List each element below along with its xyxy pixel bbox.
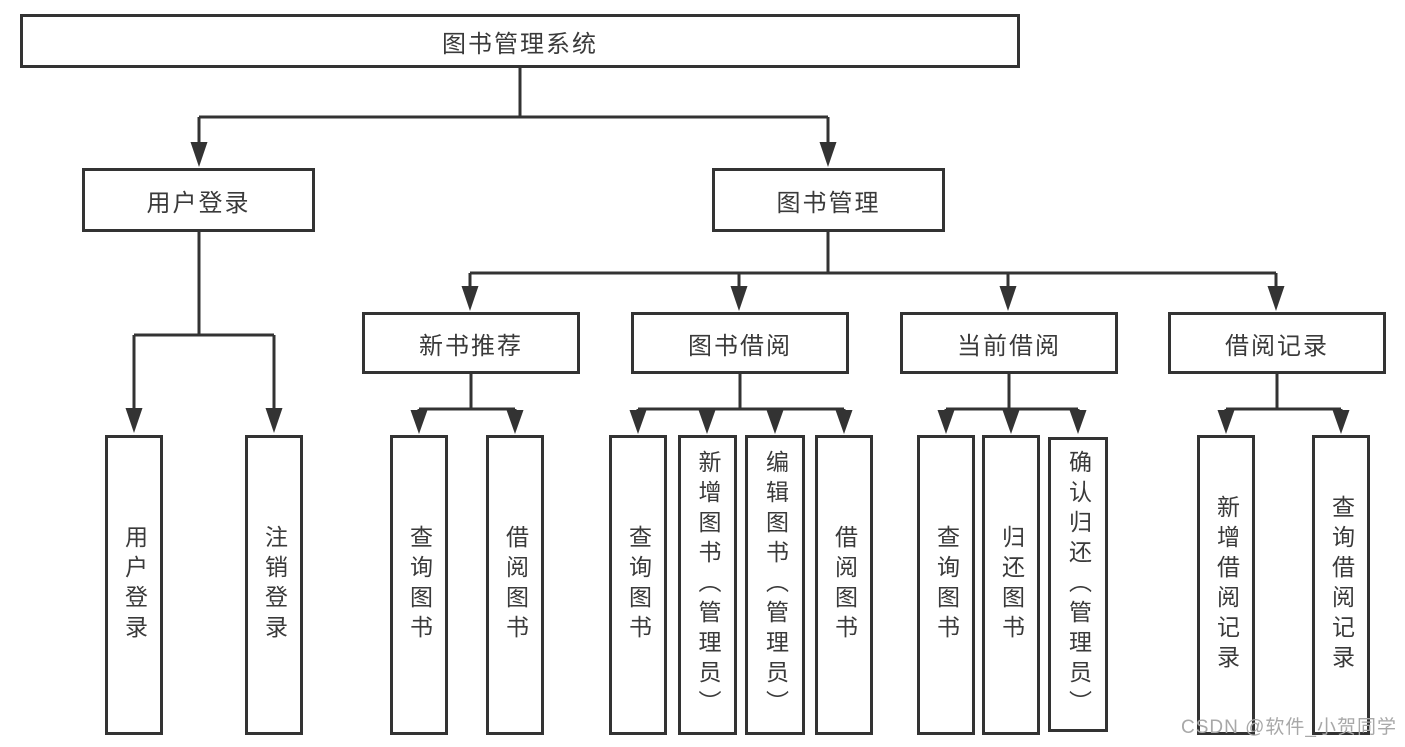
watermark: CSDN @软件_小贺同学 [1181, 717, 1397, 738]
node-current-borrow-label: 当前借阅 [957, 332, 1061, 360]
leaf-return-books: 归还图书 [982, 435, 1040, 735]
leaf-borrow-books: 借阅图书 [815, 435, 873, 735]
node-user-login: 用户登录 [82, 168, 315, 232]
node-new-book-recommend-label: 新书推荐 [419, 332, 523, 360]
leaf-user-login: 用户登录 [105, 435, 163, 735]
node-library-system: 图书管理系统 [20, 14, 1020, 68]
node-borrow-records-label: 借阅记录 [1225, 332, 1329, 360]
node-book-management: 图书管理 [712, 168, 945, 232]
node-book-borrow-label: 图书借阅 [688, 332, 792, 360]
node-new-book-recommend: 新书推荐 [362, 312, 580, 374]
leaf-query-borrow-record-label: 查询借阅记录 [1328, 495, 1355, 675]
leaf-query-books-recommend: 查询图书 [390, 435, 448, 735]
leaf-query-books-recommend-label: 查询图书 [406, 525, 433, 645]
leaf-confirm-return-admin: 确认归还（管理员） [1048, 437, 1108, 732]
leaf-add-borrow-record: 新增借阅记录 [1197, 435, 1255, 735]
leaf-borrow-books-recommend: 借阅图书 [486, 435, 544, 735]
node-borrow-records: 借阅记录 [1168, 312, 1386, 374]
leaf-user-login-label: 用户登录 [121, 525, 148, 645]
node-book-management-label: 图书管理 [776, 189, 881, 217]
leaf-borrow-books-label: 借阅图书 [831, 525, 858, 645]
leaf-logout: 注销登录 [245, 435, 303, 735]
leaf-query-borrow-record: 查询借阅记录 [1312, 435, 1370, 735]
leaf-add-borrow-record-label: 新增借阅记录 [1213, 495, 1240, 675]
leaf-query-books-current: 查询图书 [917, 435, 975, 735]
leaf-edit-books-admin: 编辑图书（管理员） [745, 435, 805, 735]
leaf-query-books-current-label: 查询图书 [933, 525, 960, 645]
leaf-add-books-admin-label: 新增图书（管理员） [695, 450, 721, 720]
leaf-add-books-admin: 新增图书（管理员） [678, 435, 737, 735]
node-book-borrow: 图书借阅 [631, 312, 849, 374]
leaf-query-books-borrow: 查询图书 [609, 435, 667, 735]
node-user-login-label: 用户登录 [146, 189, 251, 217]
leaf-edit-books-admin-label: 编辑图书（管理员） [762, 450, 789, 720]
leaf-logout-label: 注销登录 [261, 525, 288, 645]
node-library-system-label: 图书管理系统 [442, 30, 598, 58]
leaf-confirm-return-admin-label: 确认归还（管理员） [1065, 449, 1092, 720]
leaf-query-books-borrow-label: 查询图书 [625, 525, 652, 645]
leaf-borrow-books-recommend-label: 借阅图书 [502, 525, 529, 645]
leaf-return-books-label: 归还图书 [998, 525, 1025, 645]
node-current-borrow: 当前借阅 [900, 312, 1118, 374]
